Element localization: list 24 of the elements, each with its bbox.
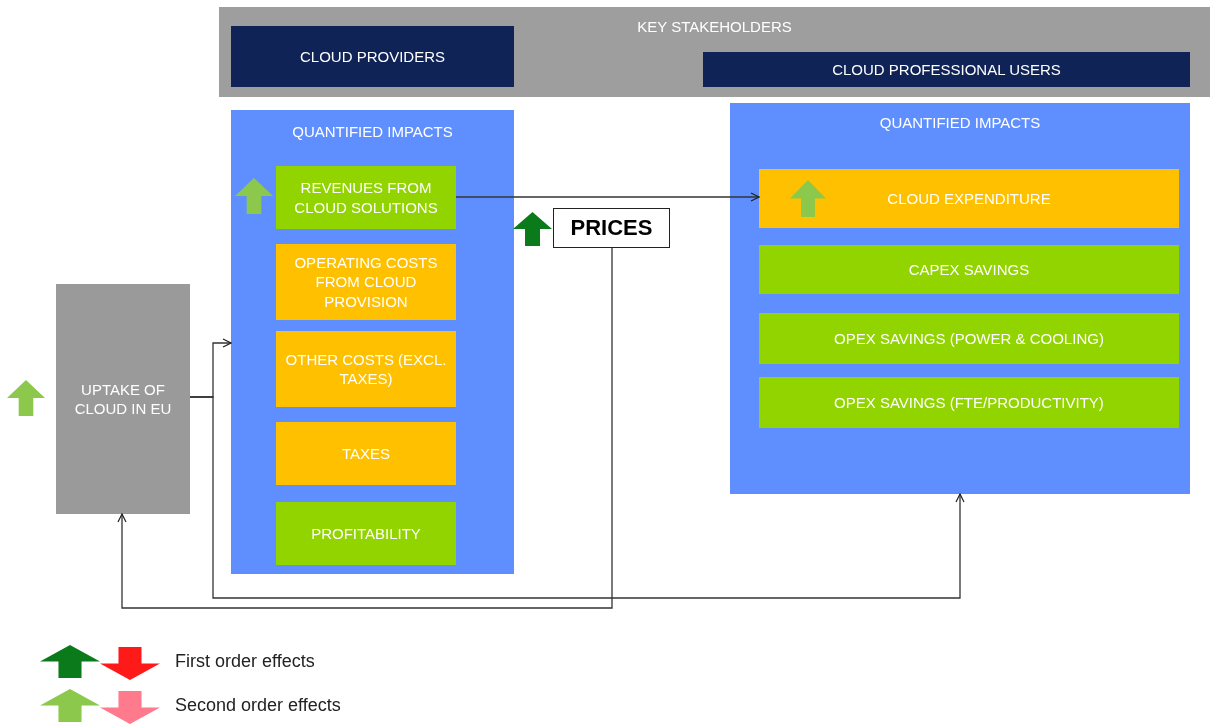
- impact-box: PROFITABILITY: [276, 502, 456, 565]
- impact-box: CLOUD EXPENDITURE: [759, 169, 1179, 228]
- connector-arrow: [455, 192, 760, 202]
- impacts-panel: [231, 110, 514, 574]
- impact-box: TAXES: [276, 422, 456, 485]
- impact-box: CAPEX SAVINGS: [759, 245, 1179, 294]
- stakeholders-band: [219, 7, 1210, 97]
- legend-label: Second order effects: [175, 695, 341, 716]
- panel-title: QUANTIFIED IMPACTS: [878, 113, 1042, 133]
- impact-box: OPEX SAVINGS (FTE/PRODUCTIVITY): [759, 377, 1179, 428]
- connector-arrow: [117, 247, 613, 609]
- panel-title: QUANTIFIED IMPACTS: [291, 122, 454, 142]
- impact-box: OPERATING COSTS FROM CLOUD PROVISION: [276, 244, 456, 320]
- prices-box: PRICES: [553, 208, 670, 248]
- panel-title: KEY STAKEHOLDERS: [636, 17, 793, 37]
- stakeholder-box: CLOUD PROVIDERS: [231, 26, 514, 87]
- connector-arrow: [189, 396, 965, 599]
- stakeholder-box: CLOUD PROFESSIONAL USERS: [703, 52, 1190, 87]
- impacts-panel: [730, 103, 1190, 494]
- legend-label: First order effects: [175, 651, 315, 672]
- impact-box: REVENUES FROM CLOUD SOLUTIONS: [276, 166, 456, 229]
- uptake-box: UPTAKE OF CLOUD IN EU: [56, 284, 190, 514]
- impact-box: OTHER COSTS (EXCL. TAXES): [276, 331, 456, 407]
- impact-box: OPEX SAVINGS (POWER & COOLING): [759, 313, 1179, 364]
